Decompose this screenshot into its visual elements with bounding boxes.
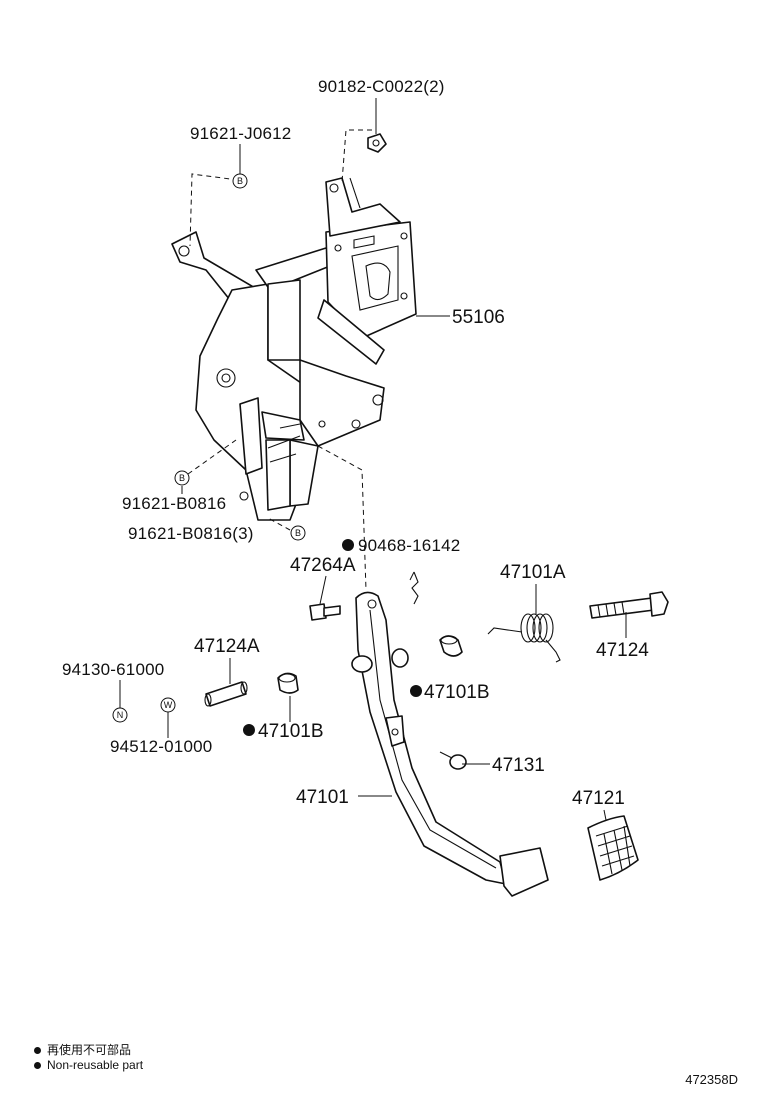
bushing-47101b-right [439,635,463,657]
label-47131: 47131 [492,755,545,776]
label-47264a: 47264A [290,555,356,576]
svg-text:B: B [295,528,301,538]
label-47101a: 47101A [500,562,566,583]
dashed-connectors [187,129,372,591]
leader-lines [119,98,627,821]
label-47101b-left: 47101B [258,721,324,742]
label-90182-c0022: 90182-C0022(2) [318,77,445,96]
label-47101b-right: 47101B [424,682,490,703]
washer-symbol-w: W [160,697,176,713]
non-reusable-dot-90468 [342,539,354,551]
bolt-47124 [589,591,669,619]
label-55106: 55106 [452,307,505,328]
non-reusable-dot-47101b-left [243,724,255,736]
clip-90468 [411,571,419,605]
spring-47101a [487,613,561,663]
legend-dot [34,1062,41,1070]
svg-text:B: B [179,473,185,483]
label-47121: 47121 [572,788,625,809]
non-reusable-dot-47101b-right [410,685,422,697]
legend-jp-text: 再使用不可部品 [47,1043,132,1057]
label-91621-b0816: 91621-B0816 [122,494,226,513]
nut-symbol-n: N [112,707,128,723]
collar-47124a [204,681,248,707]
label-90468-16142: 90468-16142 [358,536,460,555]
bushing-47101b-left [277,672,299,694]
bolt-47264a [309,603,341,621]
pedal-bracket-55106 [171,177,417,521]
bolt-symbol-b-top: B [232,173,248,189]
bolt-symbol-b-middle: B [174,470,190,486]
legend-en-text: Non-reusable part [47,1058,144,1072]
label-91621-j0612: 91621-J0612 [190,124,291,143]
stopper-47131 [439,751,467,770]
label-47124: 47124 [596,640,649,661]
legend-non-reusable-en: Non-reusable part [34,1058,143,1072]
label-47101: 47101 [296,787,349,808]
pedal-arm-47101 [351,591,549,897]
drawing-number: 472358D [685,1072,738,1087]
label-94130-61000: 94130-61000 [62,660,164,679]
label-94512-01000: 94512-01000 [110,737,212,756]
svg-text:N: N [117,710,124,720]
svg-text:W: W [164,700,173,710]
svg-text:B: B [237,176,243,186]
label-91621-b0816-3: 91621-B0816(3) [128,524,254,543]
label-47124a: 47124A [194,636,260,657]
legend-dot [34,1047,41,1055]
legend-non-reusable-jp: 再使用不可部品 [34,1041,131,1058]
nut-90182 [367,133,387,153]
pedal-pad-47121 [587,815,639,881]
bolt-symbol-b-lower: B [290,525,306,541]
